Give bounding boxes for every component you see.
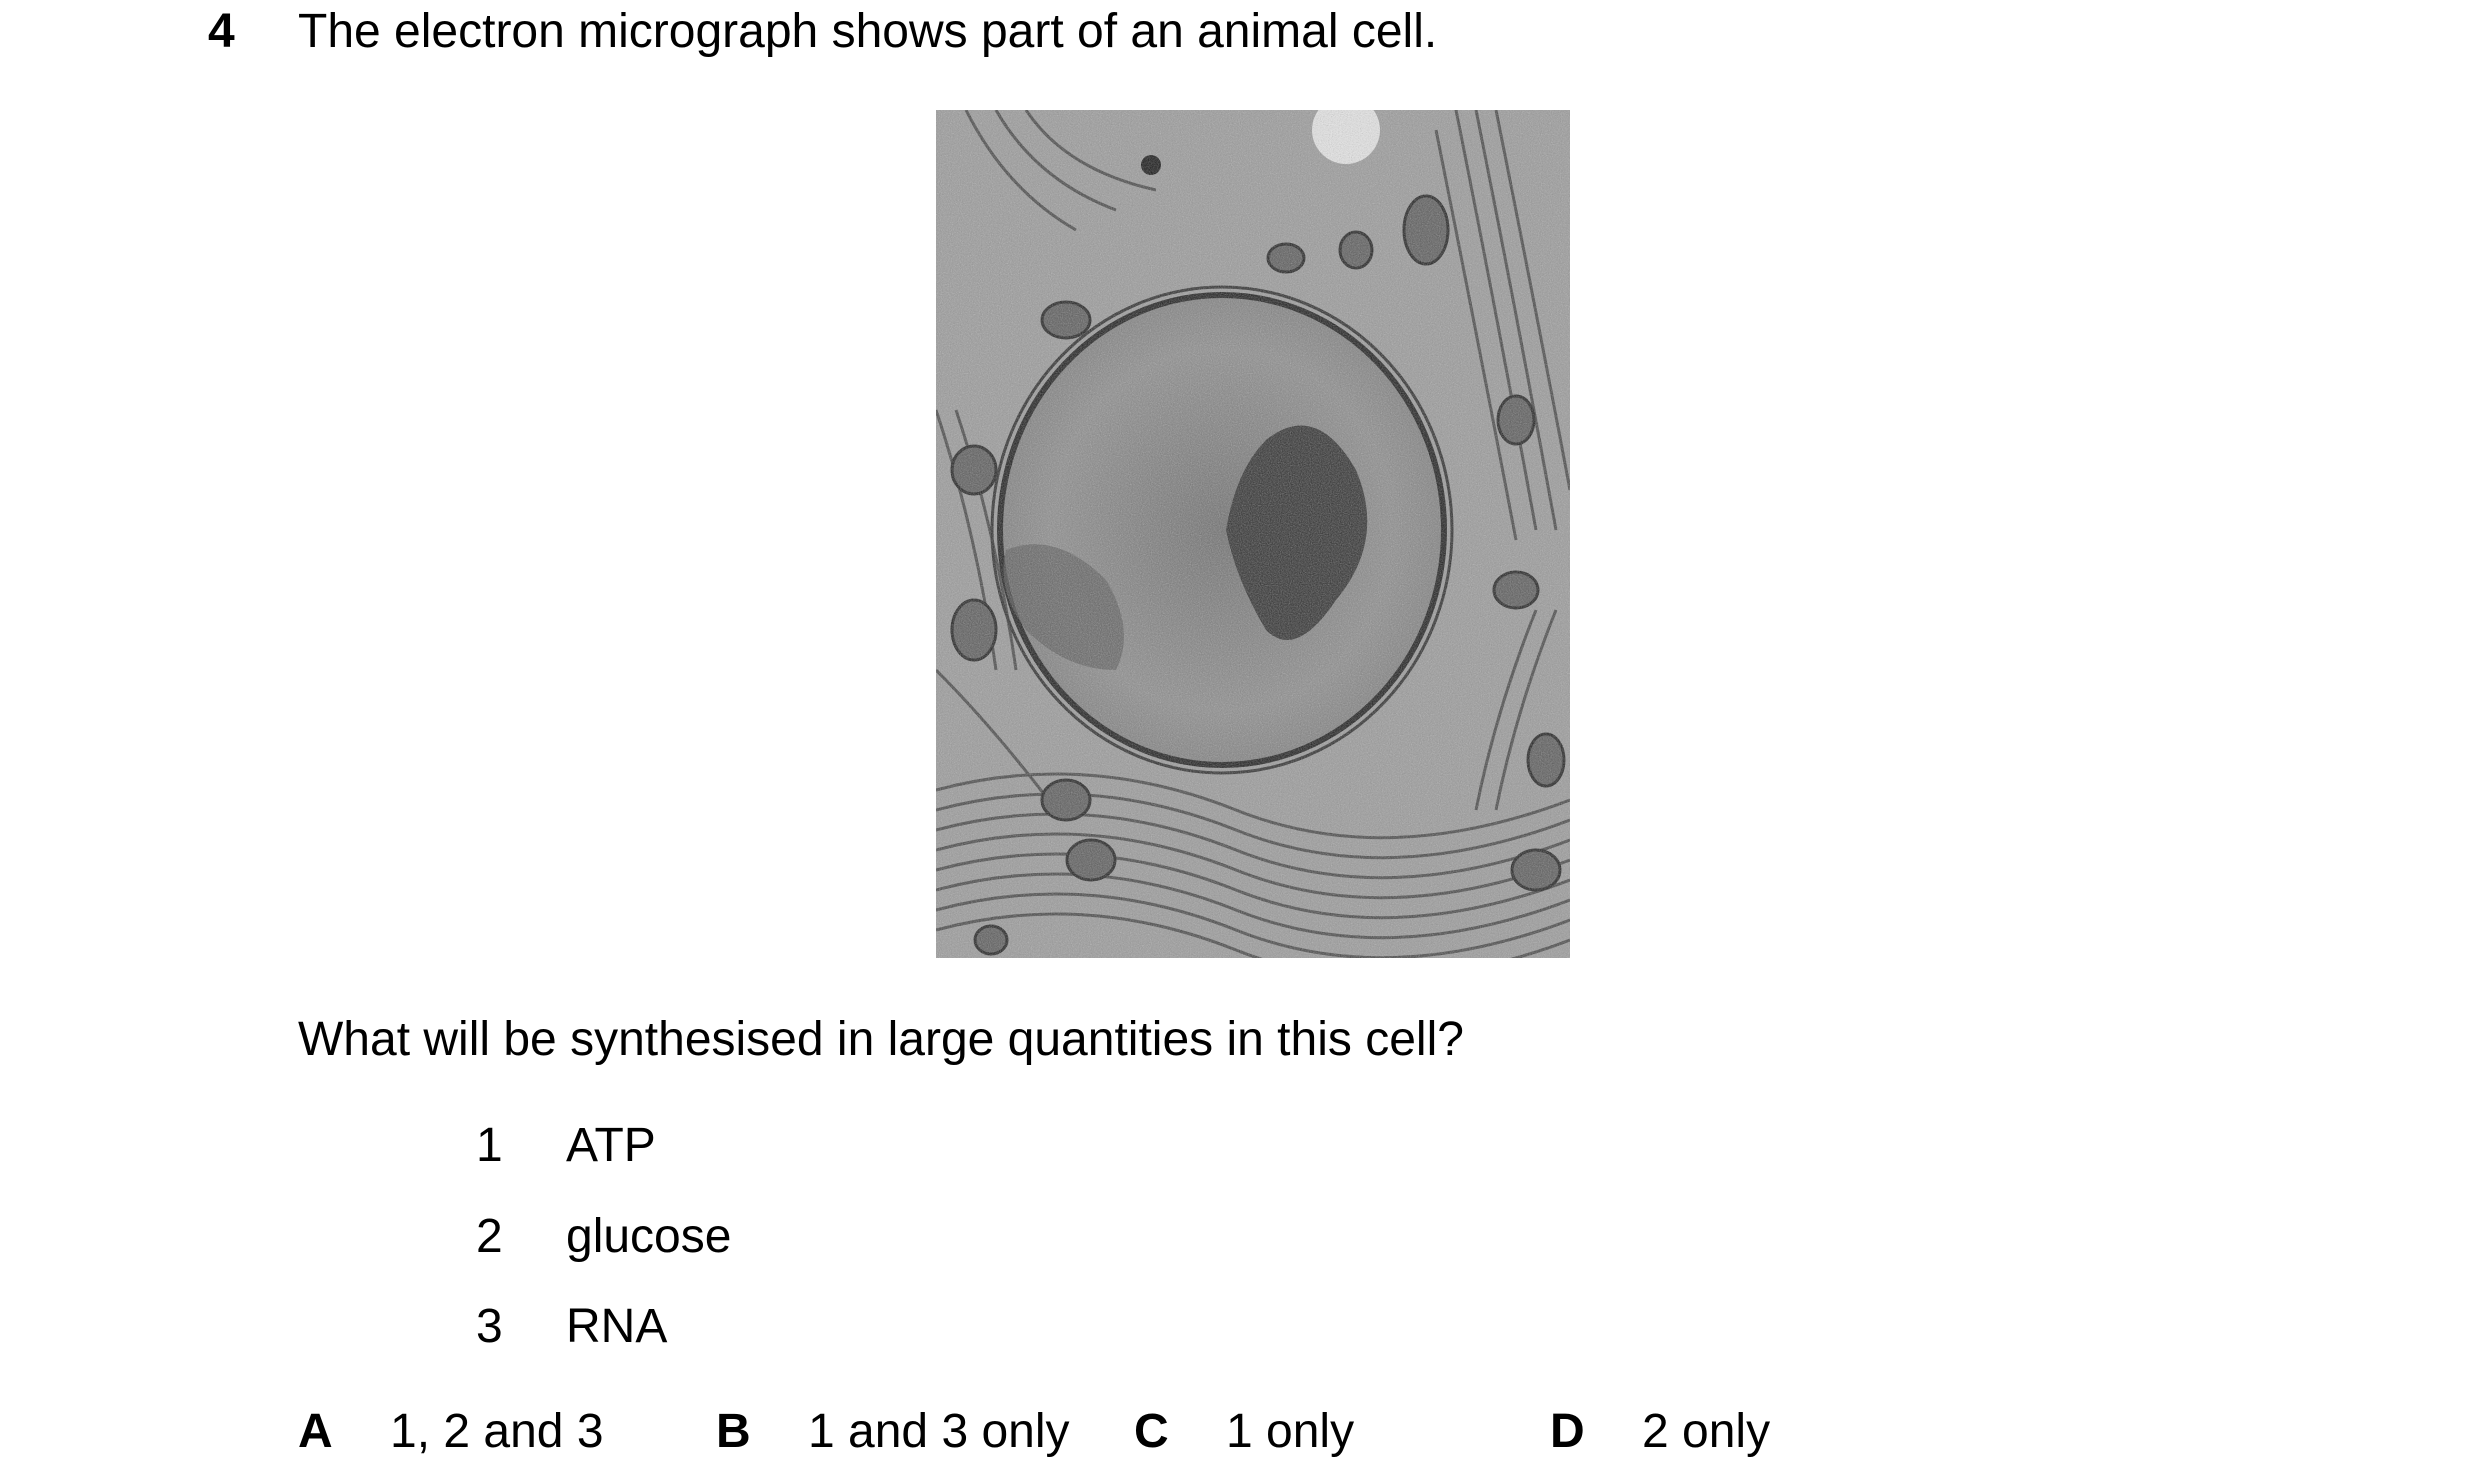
option-b[interactable]: B 1 and 3 only (716, 1404, 1070, 1460)
option-text: 1 only (1226, 1405, 1355, 1458)
option-d[interactable]: D 2 only (1550, 1404, 1770, 1460)
option-a[interactable]: A 1, 2 and 3 (298, 1404, 604, 1460)
option-letter: A (298, 1405, 333, 1458)
electron-micrograph (936, 110, 1570, 958)
question-prompt: What will be synthesised in large quanti… (298, 1013, 1464, 1066)
statement-number: 2 (476, 1210, 503, 1263)
answer-options: A 1, 2 and 3 B 1 and 3 only C 1 only D 2 onl… (0, 1404, 2480, 1464)
option-letter: B (716, 1405, 751, 1458)
option-text: 1 and 3 only (808, 1405, 1070, 1458)
option-text: 2 only (1642, 1405, 1771, 1458)
statement-text: ATP (566, 1119, 656, 1172)
statement-2: 2 glucose (476, 1209, 731, 1265)
question-stem: The electron micrograph shows part of an… (298, 5, 1438, 58)
option-c[interactable]: C 1 only (1134, 1404, 1354, 1460)
statement-text: RNA (566, 1300, 668, 1353)
statement-text: glucose (566, 1210, 732, 1263)
question-number: 4 (208, 5, 235, 58)
statement-number: 1 (476, 1119, 503, 1172)
statement-number: 3 (476, 1300, 503, 1353)
statement-1: 1 ATP (476, 1118, 656, 1174)
statement-3: 3 RNA (476, 1299, 667, 1355)
option-text: 1, 2 and 3 (390, 1405, 604, 1458)
option-letter: D (1550, 1405, 1585, 1458)
option-letter: C (1134, 1405, 1169, 1458)
